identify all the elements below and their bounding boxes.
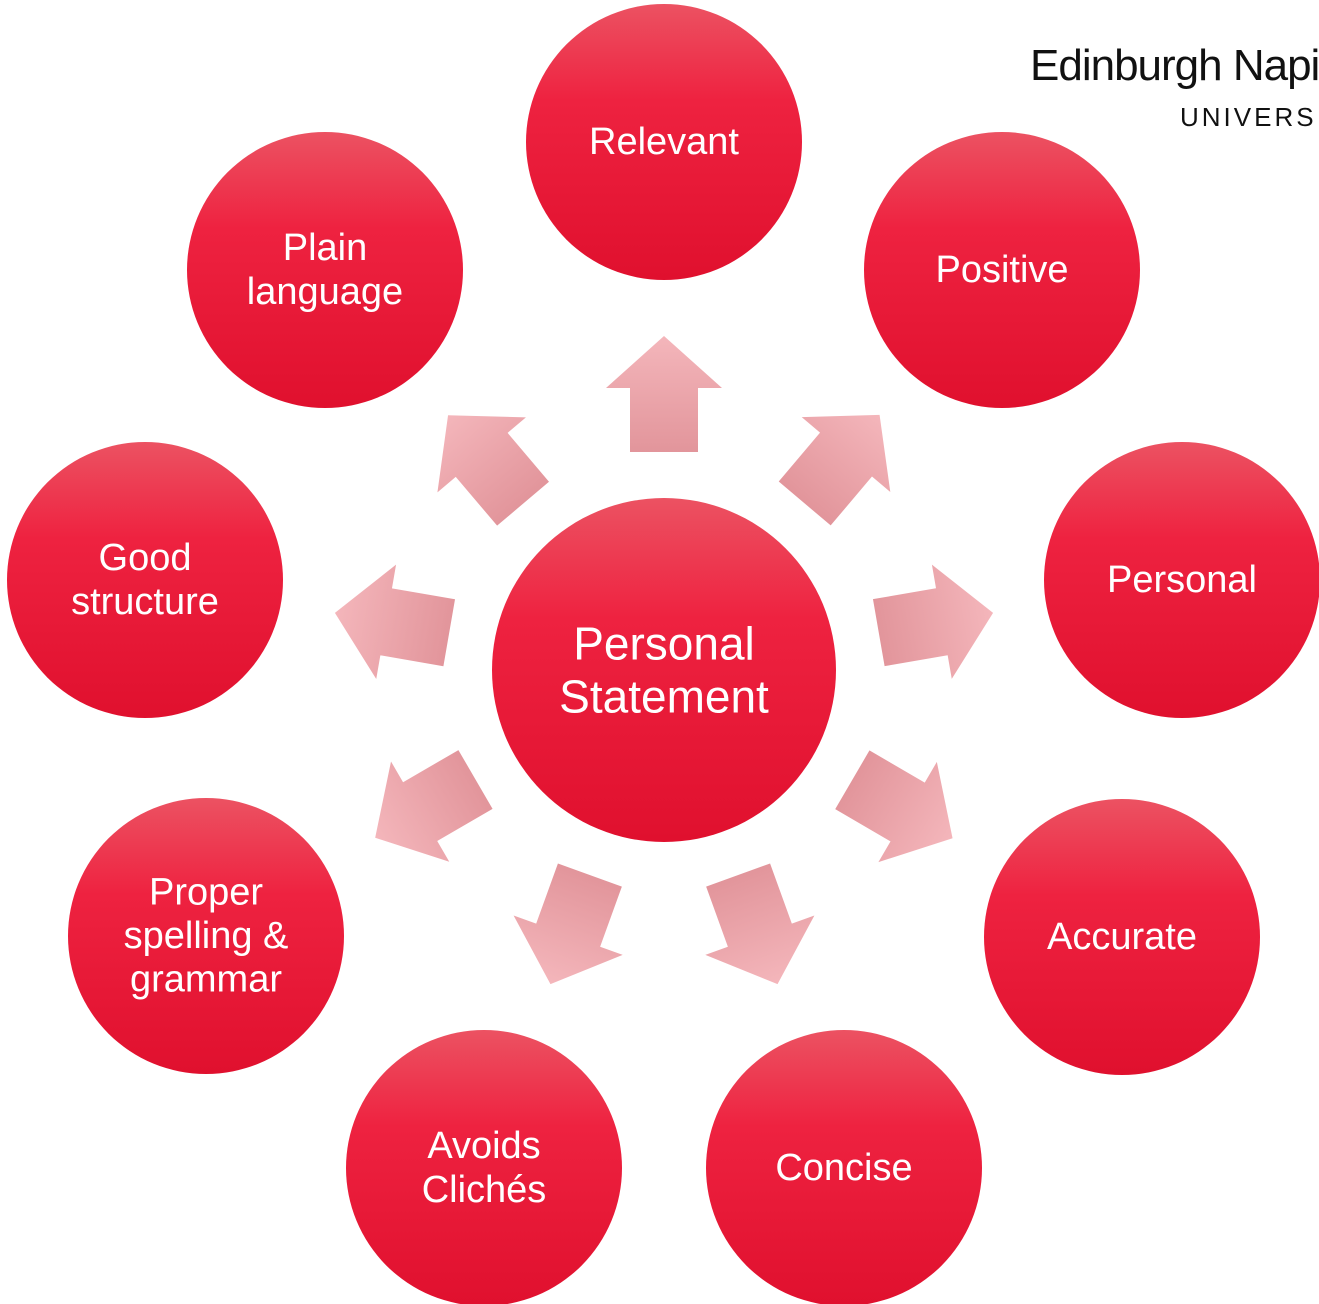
node-label-line: Good — [99, 537, 192, 579]
node-circle — [526, 4, 802, 280]
logo-name: Edinburgh Napier — [1030, 41, 1319, 90]
node-label-line: Positive — [935, 249, 1068, 291]
node-circle — [984, 799, 1260, 1075]
node-label-line: Proper — [149, 871, 263, 913]
node-label-line: Personal — [573, 618, 755, 670]
arrow-personal — [872, 564, 994, 679]
logo-sub: UNIVERSITY — [1180, 102, 1319, 132]
arrow-relevant — [606, 336, 722, 452]
node-label-line: Accurate — [1047, 916, 1197, 958]
arrow-shape — [375, 750, 493, 862]
node-label-line: Statement — [559, 670, 769, 722]
arrow-shape — [872, 564, 994, 679]
arrow-proper-spelling-grammar — [375, 750, 493, 862]
node-circle — [1044, 442, 1319, 718]
node-concise: Concise — [706, 1030, 982, 1304]
arrow-shape — [513, 863, 623, 985]
node-label-line: grammar — [130, 959, 282, 1001]
node-label-line: language — [247, 271, 403, 313]
node-circle — [187, 132, 463, 408]
arrow-shape — [437, 415, 549, 526]
node-label-line: Personal — [1107, 559, 1257, 601]
university-logo: Edinburgh Napier UNIVERSITY — [1030, 38, 1319, 138]
node-circle — [68, 798, 344, 1074]
arrow-shape — [606, 336, 722, 452]
arrow-concise — [705, 863, 815, 985]
node-label-line: structure — [71, 581, 219, 623]
node-circle — [7, 442, 283, 718]
arrow-shape — [334, 564, 456, 679]
node-label-line: Plain — [283, 227, 368, 269]
node-label-line: Avoids — [427, 1125, 540, 1167]
arrow-accurate — [835, 750, 953, 863]
node-circle — [706, 1030, 982, 1304]
node-label-line: Clichés — [422, 1169, 547, 1211]
node-label-line: Relevant — [589, 121, 739, 163]
arrow-avoids-cliches — [513, 863, 623, 985]
arrow-shape — [778, 414, 891, 526]
node-circle — [864, 132, 1140, 408]
center-circle — [492, 498, 836, 842]
node-label-line: spelling & — [124, 915, 289, 957]
arrow-good-structure — [334, 564, 456, 679]
arrow-positive — [778, 414, 891, 526]
node-positive: Positive — [864, 132, 1140, 408]
node-relevant: Relevant — [526, 4, 802, 280]
arrow-plain-language — [437, 415, 549, 526]
node-personal: Personal — [1044, 442, 1319, 718]
arrow-shape — [835, 750, 953, 863]
arrows-layer — [334, 336, 994, 985]
arrow-shape — [705, 863, 815, 985]
node-circle — [346, 1030, 622, 1304]
node-label-line: Concise — [775, 1147, 912, 1189]
node-accurate: Accurate — [984, 799, 1260, 1075]
